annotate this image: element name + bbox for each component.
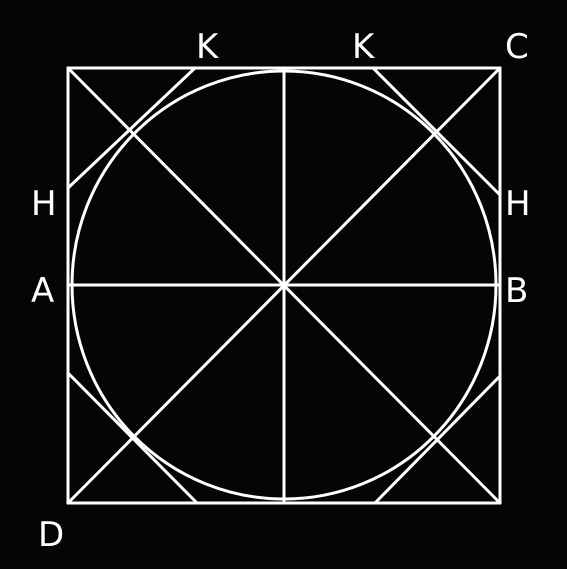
label-d: D bbox=[38, 515, 64, 555]
label-c: C bbox=[505, 27, 529, 67]
top-left-corner-chord bbox=[66, 66, 197, 190]
top-right-corner-chord bbox=[371, 66, 502, 197]
diagonal-top-right-to-bottom-left bbox=[66, 66, 502, 505]
label-h-right: H bbox=[505, 184, 531, 224]
bottom-right-corner-chord bbox=[373, 374, 502, 505]
label-h-left: H bbox=[31, 184, 57, 224]
label-a: A bbox=[31, 271, 54, 311]
bottom-left-corner-chord bbox=[66, 371, 199, 505]
label-k-left: K bbox=[196, 27, 220, 67]
label-k-right: K bbox=[352, 27, 376, 67]
label-b: B bbox=[505, 271, 528, 311]
